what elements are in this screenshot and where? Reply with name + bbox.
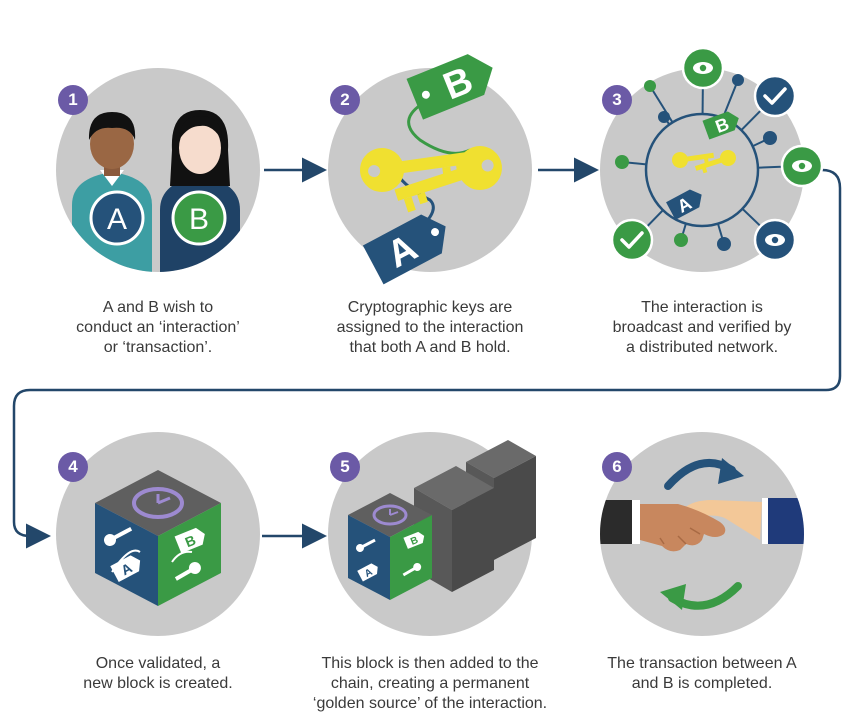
eye-icon-right — [780, 144, 824, 188]
step-5-illustration: A B — [328, 432, 536, 636]
step-2-caption: Cryptographic keys are assigned to the i… — [336, 299, 524, 356]
step-5-caption: This block is then added to the chain, c… — [312, 655, 548, 712]
badge-b-label: B — [189, 203, 209, 236]
step-6-number: 6 — [602, 452, 632, 482]
small-key-icon-2 — [694, 150, 736, 174]
step-4-illustration: A B — [56, 432, 260, 636]
tag-a-icon: A — [362, 214, 446, 285]
badge-b — [171, 190, 227, 246]
step-1-number: 1 — [58, 85, 88, 115]
step-5-number: 5 — [330, 452, 360, 482]
check-icon-top-right — [753, 74, 797, 118]
block-cube-icon: A B — [95, 470, 221, 606]
eye-icon-bottom-right — [753, 218, 797, 262]
step-6-illustration — [600, 432, 804, 636]
small-key-icon-1 — [672, 152, 715, 168]
step-4-caption: Once validated, a new block is created. — [83, 655, 233, 692]
step-1-caption: A and B wish to conduct an ‘interaction’… — [76, 299, 240, 356]
block-chain-icon: A B — [348, 440, 536, 600]
key-icon-2 — [394, 146, 502, 213]
step-2-illustration: B A — [328, 54, 532, 285]
step-3-caption: The interaction is broadcast and verifie… — [612, 299, 792, 356]
step-2-number: 2 — [330, 85, 360, 115]
svg-text:B: B — [409, 535, 420, 548]
step-2-circle — [328, 68, 532, 272]
arrow-right-icon — [664, 458, 744, 490]
step-6-caption: The transaction between A and B is compl… — [607, 655, 797, 692]
small-tag-b-icon: B — [702, 111, 739, 140]
right-sleeve — [766, 498, 804, 544]
step-1-illustration: A B — [56, 68, 260, 272]
svg-text:A: A — [363, 567, 375, 580]
arrow-left-icon — [660, 582, 742, 610]
svg-text:B: B — [713, 114, 732, 137]
connector-arrows — [12, 157, 842, 549]
clock-icon — [132, 487, 184, 519]
step-3-illustration: B A — [600, 46, 824, 272]
eye-icon-top — [681, 46, 725, 90]
small-clock-icon — [372, 504, 408, 526]
tag-b-icon: B — [406, 54, 493, 120]
step-3-number: 3 — [602, 85, 632, 115]
arrow-3-to-4 — [12, 168, 842, 549]
badge-a — [89, 190, 145, 246]
check-icon-bottom-left — [610, 218, 654, 262]
small-tag-a-icon: A — [666, 189, 702, 220]
badge-a-label: A — [107, 203, 127, 236]
step-4-number: 4 — [58, 452, 88, 482]
